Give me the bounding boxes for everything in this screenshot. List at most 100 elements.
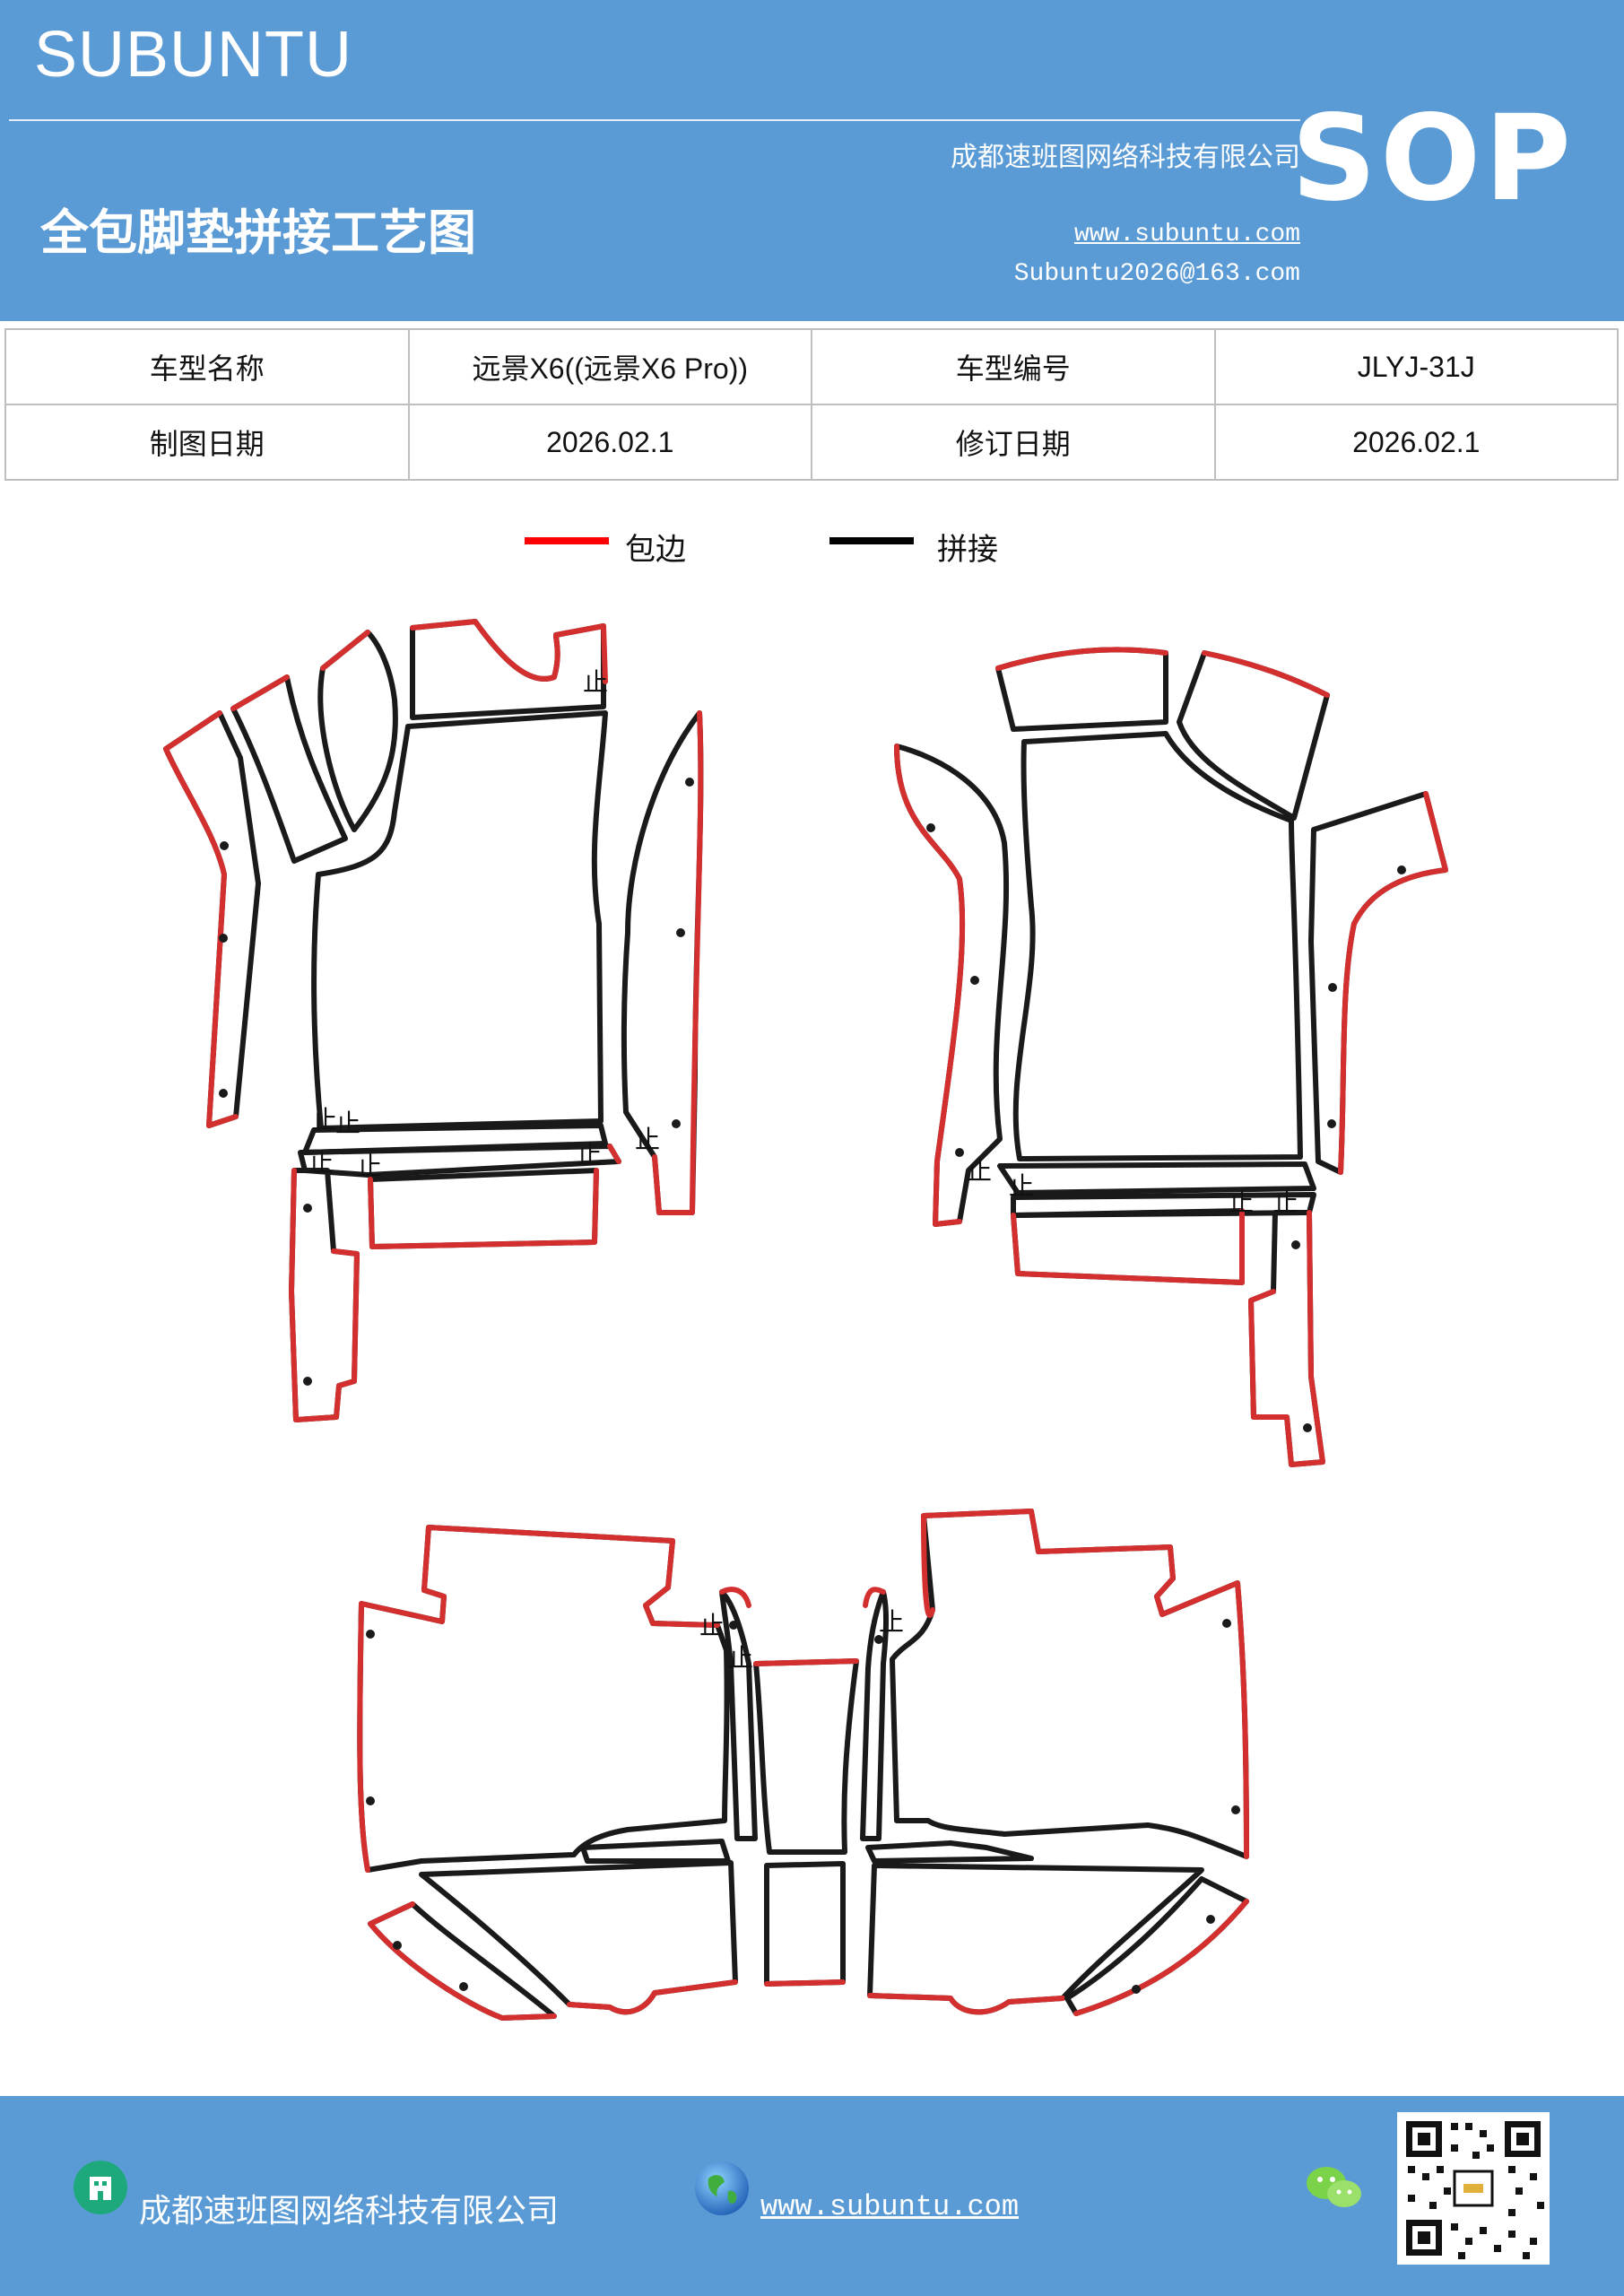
label-draw-date: 制图日期 [4,404,410,481]
edge-binding [894,744,966,1227]
value-revision-date: 2026.02.1 [1213,404,1619,481]
edge-binding [753,1658,859,1666]
legend: 包边 拼接 [525,525,1063,570]
header-divider [9,119,1300,121]
edge-binding [607,1144,621,1164]
footer-company-name: 成都速班图网络科技有限公司 [139,2193,560,2230]
mat-piece [1177,650,1330,821]
seam-stop-mark: 止 [308,1148,334,1178]
mat-piece [890,1509,1249,1859]
mat-piece [230,674,348,864]
seam-stop-mark: 止 [1009,1171,1034,1201]
header-website-link[interactable]: www.subuntu.com [1073,221,1300,248]
grommet-dot [1206,1915,1215,1924]
seam-stop-mark: 止 [357,1152,382,1181]
value-model-code: JLYJ-31J [1213,328,1619,405]
grommet-dot [1303,1423,1312,1432]
edge-binding [368,1901,557,2021]
brand-logo-text: SUBUNTU [34,19,353,91]
mat-piece [764,1861,846,1987]
seam-stop-mark: 止 [728,1643,753,1673]
edge-binding [567,1979,738,2015]
mat-piece [719,1589,758,1841]
grommet-dot [303,1377,312,1386]
mat-piece [298,1144,621,1178]
edge-binding [1338,791,1448,1175]
footer-banner: 成都速班图网络科技有限公司 www.subuntu.com [0,2096,1624,2296]
mat-piece [1012,731,1303,1161]
edge-binding [1011,1208,1245,1285]
seam-stop-mark: 止 [583,667,608,697]
grommet-dot [219,1089,228,1098]
mat-piece [753,1658,859,1855]
seam-stop-mark: 止 [577,1140,602,1170]
edge-binding [1248,1210,1325,1467]
edge-binding [867,1993,1065,2015]
edge-binding [652,710,704,1215]
grommet-dot [459,1982,468,1991]
grommet-dot [1231,1805,1240,1814]
table-row: 制图日期 2026.02.1 修订日期 2026.02.1 [4,404,1619,481]
document-title: 全包脚垫拼接工艺图 [40,204,476,261]
edge-binding [320,630,370,671]
mat-piece [867,1863,1204,2015]
header-email: Subuntu2026@163.com [1013,260,1300,288]
grommet-dot [303,1204,312,1213]
globe-icon [692,2159,751,2218]
value-draw-date: 2026.02.1 [407,404,812,481]
label-revision-date: 修订日期 [811,404,1216,481]
grommet-dot [874,1635,883,1644]
edge-binding [1202,650,1330,698]
mat-piece [1064,1876,1249,2016]
grommet-dot [672,1119,681,1128]
label-model-name: 车型名称 [4,328,410,405]
edge-binding [995,647,1168,671]
vehicle-info-table: 车型名称 远景X6((远景X6 Pro)) 车型编号 JLYJ-31J 制图日期… [4,328,1619,481]
edge-binding [719,1587,886,1608]
value-model-name: 远景X6((远景X6 Pro)) [407,328,812,405]
grommet-dot [1222,1619,1231,1628]
grommet-dot [955,1148,964,1157]
edge-binding [230,674,290,711]
mat-piece [311,710,608,1131]
header-banner: SUBUNTU SOP 成都速班图网络科技有限公司 全包脚垫拼接工艺图 www.… [0,0,1624,321]
seam-stop-mark: 止 [967,1156,992,1186]
seam-stop-mark: 止 [1229,1187,1254,1217]
mat-piece [860,1589,890,1841]
grommet-dot [676,928,685,937]
label-model-code: 车型编号 [811,328,1216,405]
mat-piece [410,619,606,720]
grommet-dot [220,841,229,850]
legend-label-seam: 拼接 [937,532,998,568]
table-row: 车型名称 远景X6((远景X6 Pro)) 车型编号 JLYJ-31J [4,328,1619,405]
seam-stop-mark: 止 [879,1607,904,1637]
mat-piece [580,1839,731,1864]
mat-piece [997,1161,1316,1196]
grommet-dot [1328,983,1337,992]
mat-piece [317,630,398,832]
legend-label-edge: 包边 [625,532,686,568]
mat-piece [1011,1208,1245,1285]
mat-piece [302,1123,608,1155]
header-company-name: 成都速班图网络科技有限公司 [951,142,1300,173]
building-icon [72,2159,129,2216]
grommet-dot [1327,1119,1336,1128]
edge-binding [289,1168,360,1422]
grommet-dot [366,1630,375,1639]
edge-binding [410,619,608,684]
edge-binding [368,1168,599,1249]
edge-binding [357,1525,720,1873]
front-left-mat [163,619,704,1422]
grommet-dot [685,778,694,787]
mat-piece [865,1840,1034,1864]
edge-binding [921,1509,1249,1859]
floor-mat-diagram: 止 止 止 止 止 止 止 止 止 止 止 止 止 止 [163,619,1448,2021]
edge-binding [1073,1899,1249,2016]
wechat-icon [1305,2163,1364,2213]
footer-website-link[interactable]: www.subuntu.com [760,2190,1020,2223]
grommet-dot [366,1796,375,1805]
mat-piece [1308,791,1448,1175]
seam-stop-mark: 止 [335,1109,360,1138]
seam-stop-mark: 止 [635,1125,660,1154]
rear-mat [357,1509,1249,2021]
